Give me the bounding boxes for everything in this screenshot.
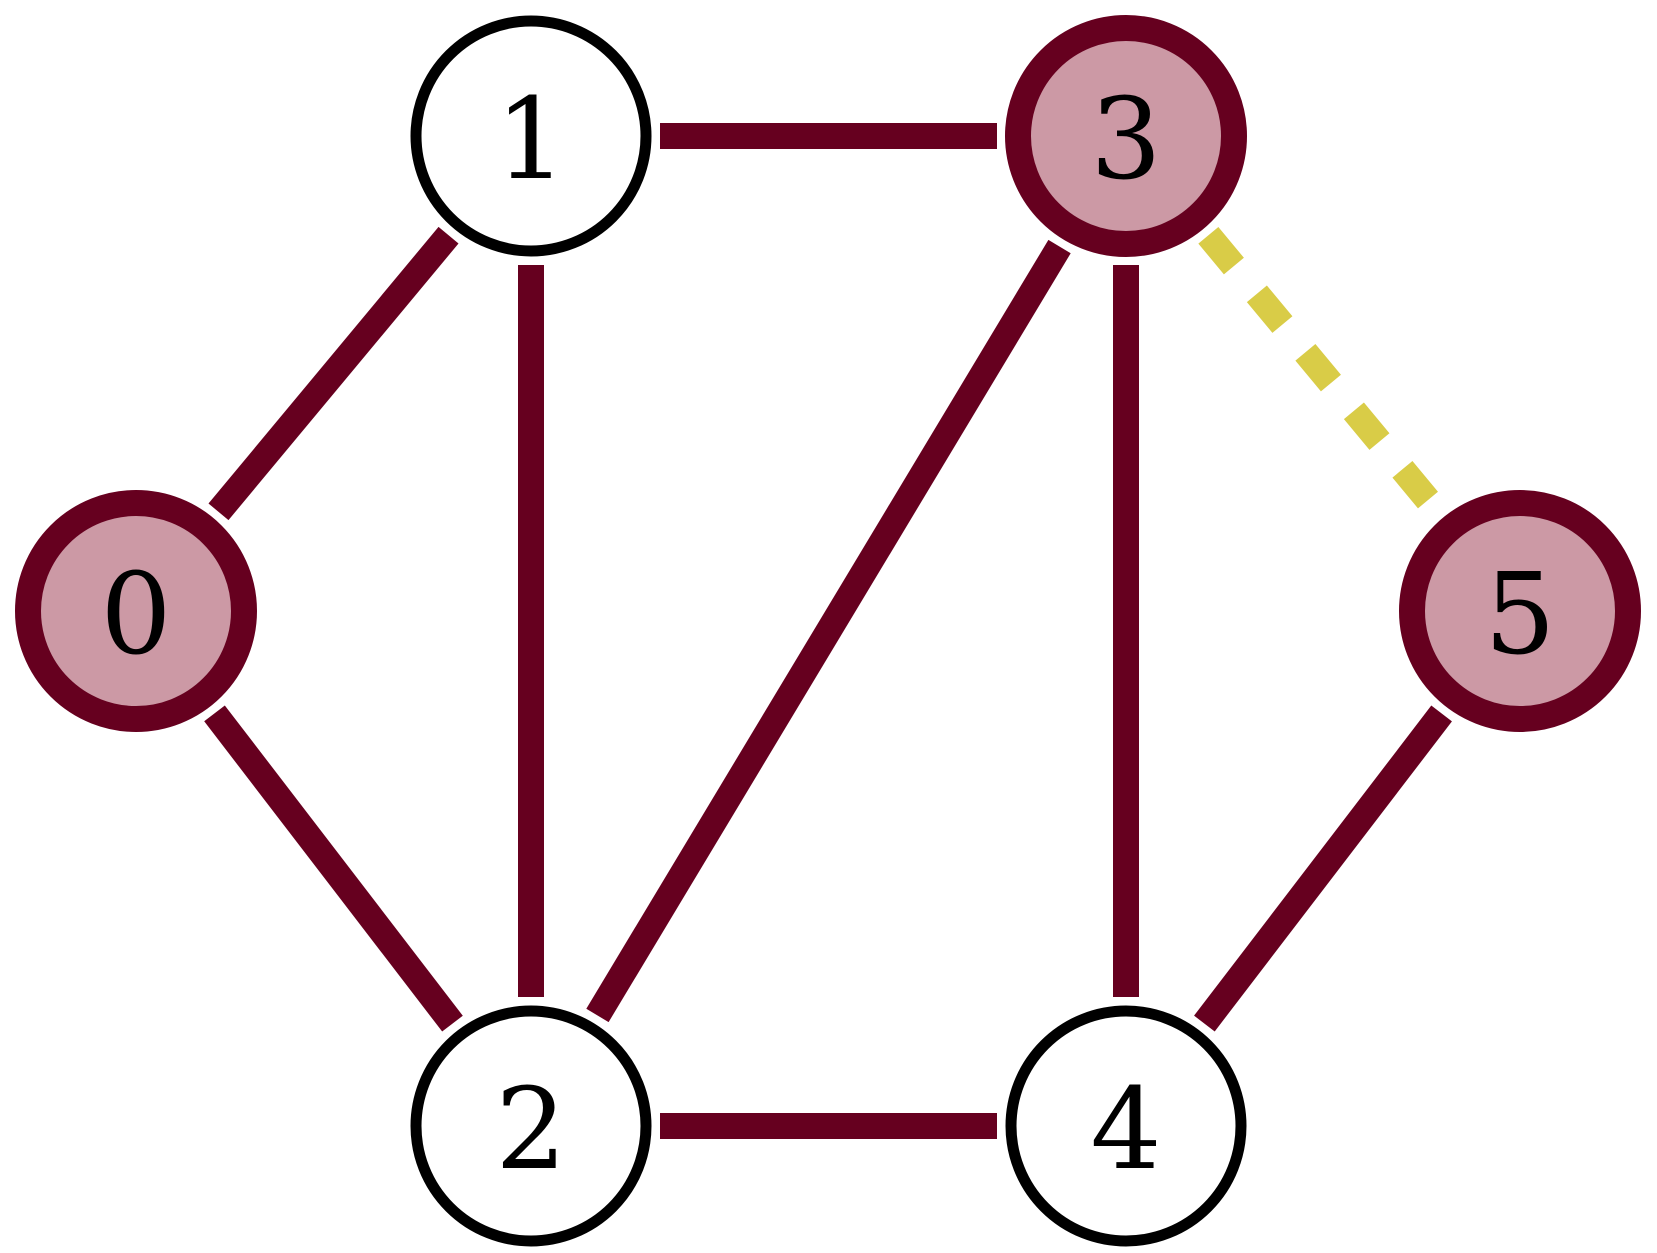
- node-2-label: 2: [495, 1065, 566, 1195]
- edge-0-2: [204, 705, 463, 1032]
- edge-2-3: [586, 239, 1071, 1023]
- node-layer: 0 1 2 3 4 5: [15, 15, 1641, 1247]
- node-3-label: 3: [1090, 75, 1161, 205]
- node-0: 0: [15, 490, 257, 732]
- node-1-label: 1: [495, 75, 566, 205]
- node-4-label: 4: [1090, 1065, 1161, 1195]
- node-2: 2: [410, 1005, 652, 1247]
- edge-0-1: [208, 226, 459, 521]
- node-1: 1: [410, 15, 652, 257]
- node-1-circle: [410, 15, 652, 257]
- node-0-label: 0: [100, 550, 171, 680]
- node-5-label: 5: [1484, 550, 1555, 680]
- node-3-circle: [1005, 15, 1247, 257]
- edge-3-5: [1198, 226, 1448, 521]
- node-4: 4: [1005, 1005, 1247, 1247]
- edge-4-5: [1194, 705, 1452, 1032]
- edge-layer: [204, 123, 1452, 1139]
- node-2-circle: [410, 1005, 652, 1247]
- node-5: 5: [1399, 490, 1641, 732]
- node-5-circle: [1399, 490, 1641, 732]
- node-3: 3: [1005, 15, 1247, 257]
- node-0-circle: [15, 490, 257, 732]
- node-4-circle: [1005, 1005, 1247, 1247]
